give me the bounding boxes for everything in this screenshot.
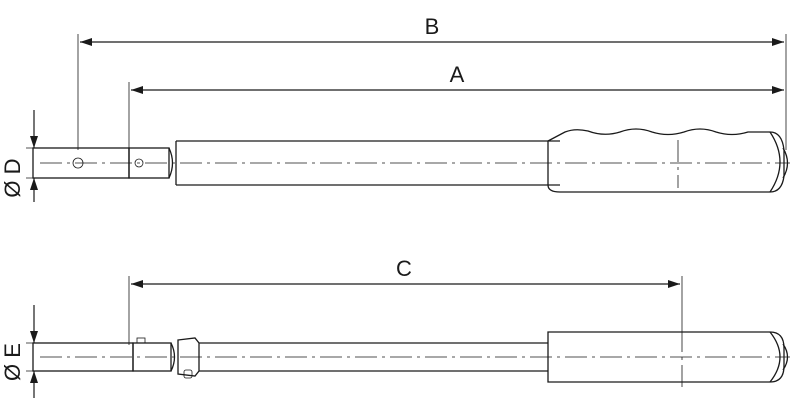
- dimension-e: Ø E: [0, 305, 60, 398]
- dimension-d: Ø D: [0, 110, 60, 202]
- grip-handle-bottom: [547, 331, 785, 383]
- dimension-b: B: [77, 14, 787, 150]
- wrench-tube-top: [175, 140, 560, 186]
- adapter-tab-icon: [136, 337, 146, 344]
- top-wrench: [32, 128, 790, 193]
- dimension-b-label: B: [425, 14, 440, 39]
- dimension-c: C: [128, 256, 683, 345]
- dimension-a: A: [128, 62, 784, 150]
- grip-handle-top: [547, 128, 785, 193]
- dimension-c-label: C: [396, 256, 412, 281]
- adapter-block-bottom: [132, 342, 172, 372]
- dimension-a-label: A: [450, 62, 465, 87]
- bottom-wrench: [32, 330, 790, 388]
- dimension-d-label: Ø D: [0, 158, 25, 197]
- release-button-icon: [183, 369, 193, 379]
- adapter-pin-icon: [134, 158, 144, 168]
- handle-end-cap-top: [769, 131, 781, 193]
- dimension-e-label: Ø E: [0, 343, 25, 381]
- wrench-tube-bottom: [199, 342, 548, 372]
